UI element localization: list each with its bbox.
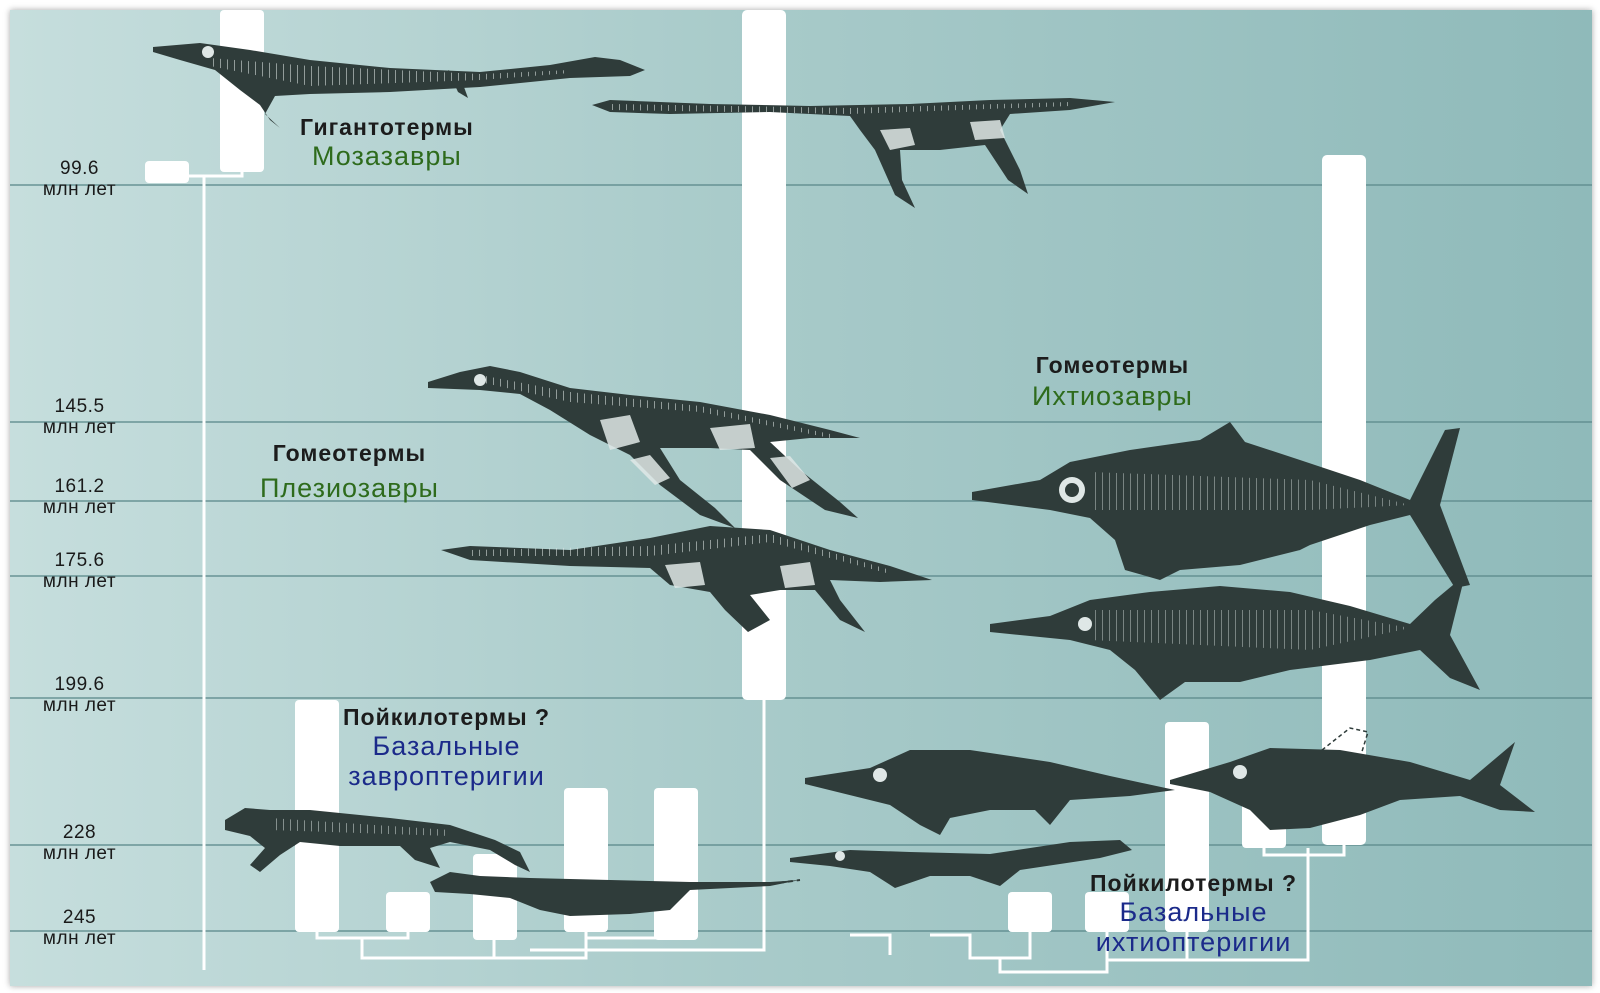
silhouettes: [10, 10, 1592, 986]
nothosaur-skeleton-icon: [225, 808, 530, 872]
placodont-skeleton-icon: [430, 872, 800, 916]
group-label-plesiosaurs: Гомеотермы Плезиозавры: [260, 440, 439, 504]
pliosaur-skeleton-icon: [428, 366, 860, 528]
plesiosaur-skeleton-icon: [592, 98, 1115, 208]
group-label-ichthyosaurs: Гомеотермы Ихтиозавры: [1032, 352, 1193, 412]
group-label-mosasaurs: Гигантотермы Мозазавры: [300, 114, 474, 172]
ichthyosaur-skeleton-icon: [990, 575, 1480, 700]
ichthyosaur-skeleton-icon: [1170, 728, 1535, 830]
ichthyosaur-skeleton-icon: [972, 422, 1470, 588]
ichthyosaur-skeleton-icon: [790, 840, 1132, 888]
plesiosaur-skeleton-icon: [441, 526, 932, 632]
ichthyosaur-skeleton-icon: [805, 750, 1175, 835]
group-label-basal-ichthyopterygia: Пойкилотермы ? Базальные ихтиоптеригии: [1090, 870, 1297, 957]
group-label-basal-sauropterygia: Пойкилотермы ? Базальные завроптеригии: [343, 704, 550, 791]
